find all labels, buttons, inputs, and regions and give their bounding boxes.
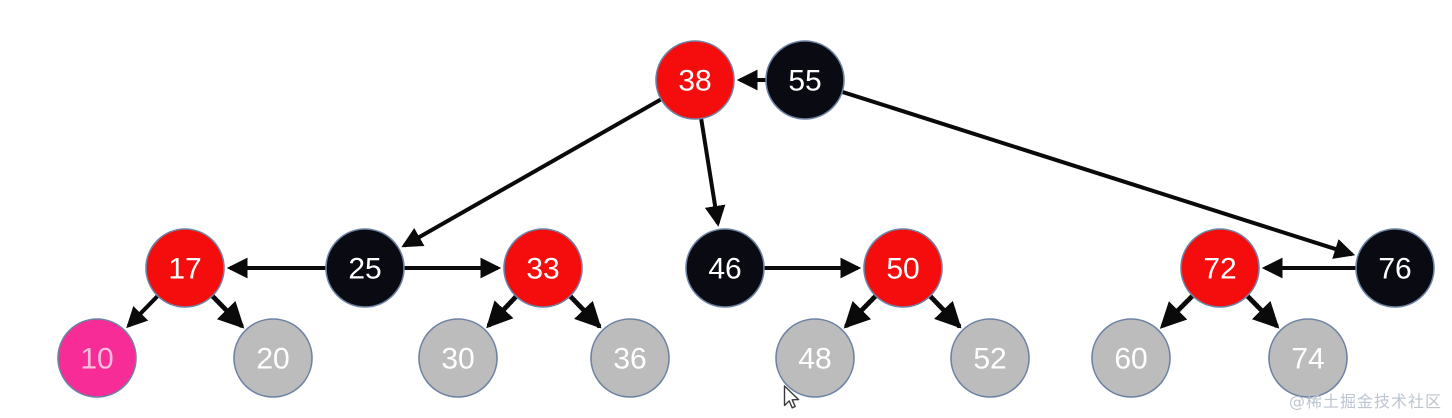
node-circle[interactable] <box>590 318 670 398</box>
watermark-text: @稀土掘金技术社区 <box>1288 392 1442 411</box>
node-circle[interactable] <box>1091 318 1171 398</box>
tree-edge <box>840 89 1356 259</box>
tree-node[interactable]: 48 <box>775 318 855 398</box>
tree-node[interactable]: 17 <box>145 228 225 308</box>
node-circle[interactable] <box>418 318 498 398</box>
tree-node[interactable]: 25 <box>325 228 405 308</box>
tree-node[interactable]: 10 <box>57 318 137 398</box>
node-circle[interactable] <box>1355 228 1435 308</box>
tree-node[interactable]: 52 <box>950 318 1030 398</box>
tree-edge <box>843 292 879 329</box>
tree-node[interactable]: 36 <box>590 318 670 398</box>
node-circle[interactable] <box>325 228 405 308</box>
tree-node[interactable]: 55 <box>765 40 845 120</box>
tree-edge <box>1159 292 1196 329</box>
tree-node[interactable]: 76 <box>1355 228 1435 308</box>
node-circle[interactable] <box>1268 318 1348 398</box>
tree-edge <box>486 293 520 329</box>
node-circle[interactable] <box>233 318 313 398</box>
tree-edge <box>126 293 160 329</box>
tree-edge <box>1244 292 1280 329</box>
tree-edge <box>209 292 245 329</box>
node-circle[interactable] <box>685 228 765 308</box>
tree-node[interactable]: 33 <box>503 228 583 308</box>
node-circle[interactable] <box>503 228 583 308</box>
node-circle[interactable] <box>775 318 855 398</box>
edge-layer <box>126 69 1357 329</box>
tree-edge <box>699 117 726 227</box>
node-circle[interactable] <box>1180 228 1260 308</box>
tree-edge <box>401 97 663 248</box>
tree-node[interactable]: 30 <box>418 318 498 398</box>
tree-node[interactable]: 72 <box>1180 228 1260 308</box>
tree-edge <box>566 292 602 329</box>
tree-node[interactable]: 50 <box>863 228 943 308</box>
tree-node[interactable]: 20 <box>233 318 313 398</box>
tree-node[interactable]: 60 <box>1091 318 1171 398</box>
node-circle[interactable] <box>950 318 1030 398</box>
tree-node[interactable]: 38 <box>655 40 735 120</box>
node-circle[interactable] <box>765 40 845 120</box>
node-circle[interactable] <box>655 40 735 120</box>
tree-edge <box>926 292 962 329</box>
node-layer: 38 55 17 25 33 46 50 72 76 10 20 30 36 48 52 60 74 <box>57 40 1435 398</box>
node-circle[interactable] <box>863 228 943 308</box>
tree-node[interactable]: 74 <box>1268 318 1348 398</box>
node-circle[interactable] <box>57 318 137 398</box>
node-circle[interactable] <box>145 228 225 308</box>
tree-node[interactable]: 46 <box>685 228 765 308</box>
